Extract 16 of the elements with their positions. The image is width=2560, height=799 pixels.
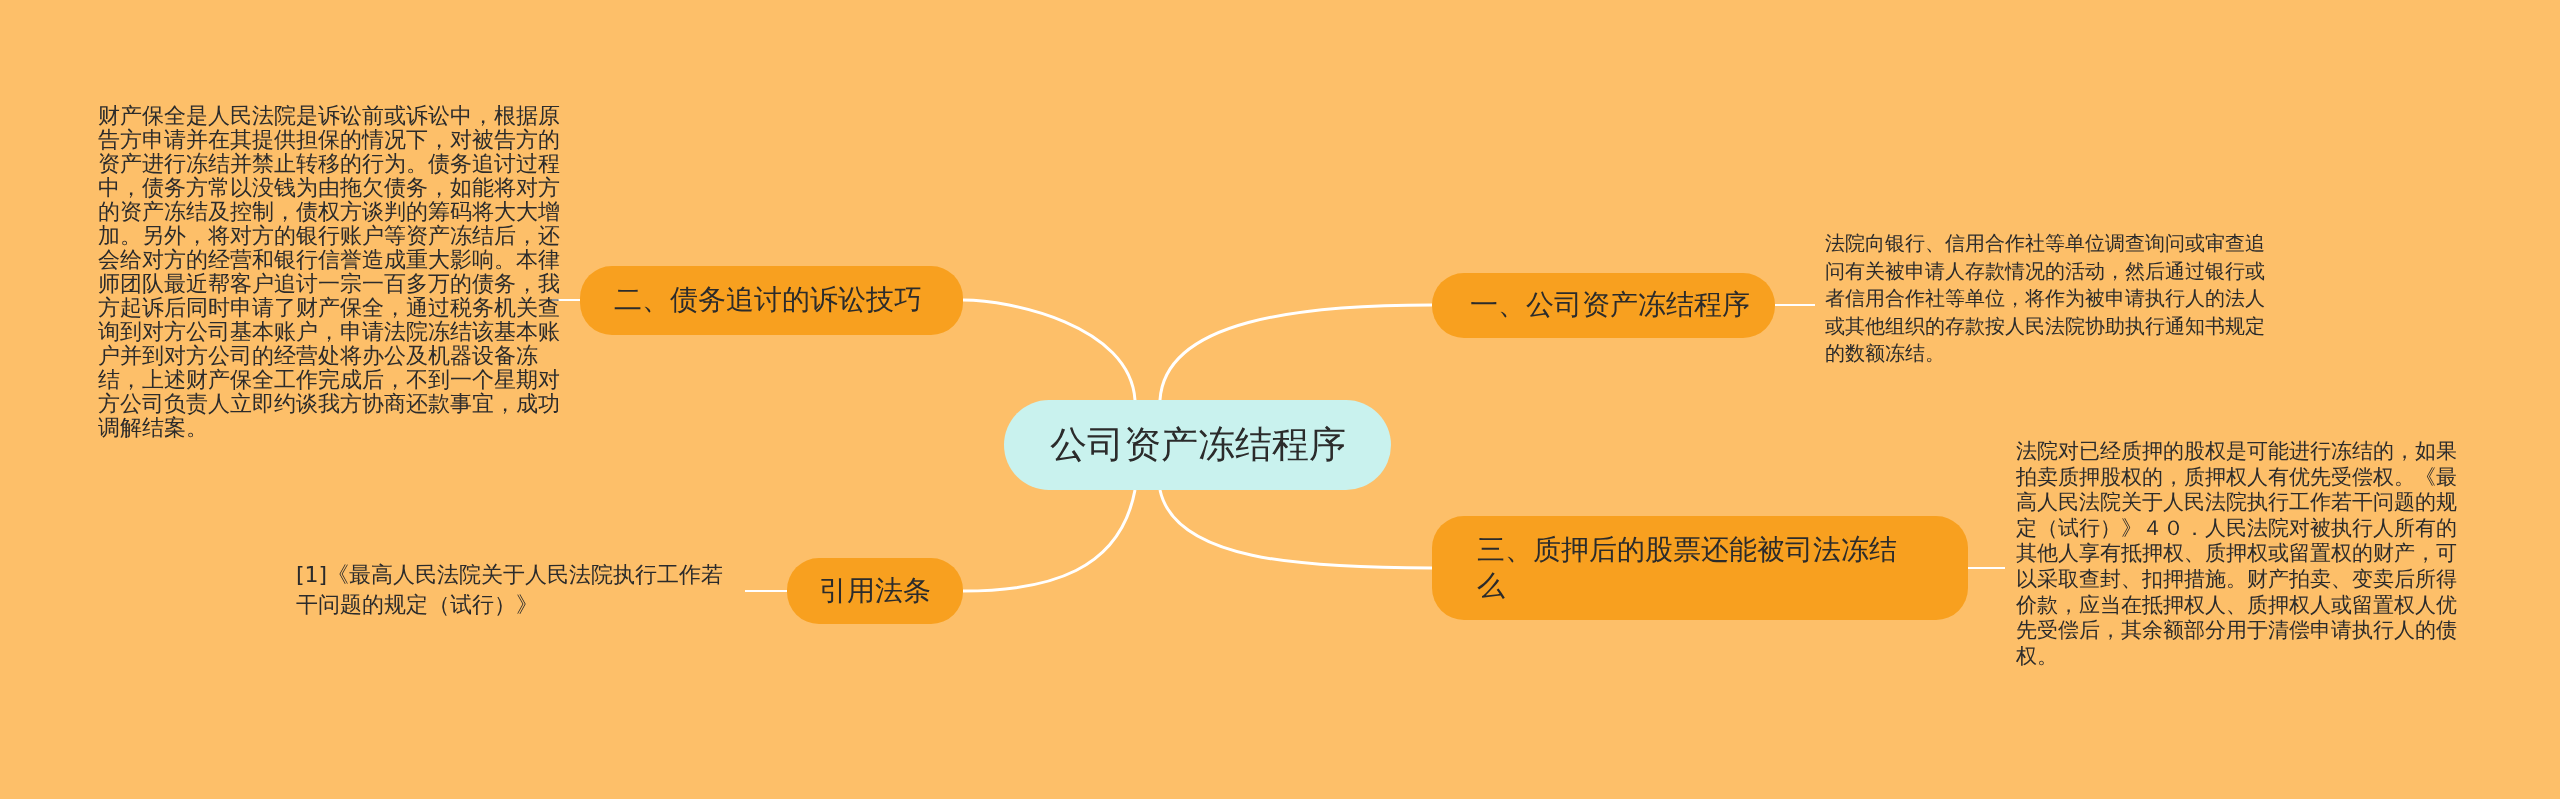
connector-line [962, 489, 1137, 593]
connector-line [1158, 303, 1432, 401]
connector-line [744, 590, 788, 592]
topic-box: 三、质押后的股票还能被司法冻结么 [1432, 516, 1968, 620]
note-text: [1]《最高人民法院关于人民法院执行工作若干问题的规定（试行）》 [296, 560, 741, 620]
topic-box: 引用法条 [787, 558, 963, 624]
note-text: 法院向银行、信用合作社等单位调查询问或审查追问有关被申请人存款情况的活动，然后通过银行或者信用合作社等单位，将作为被申请执行人的法人或其他组织的存款按人民法院协助执行通知书规定的数额冻结。 [1825, 230, 2280, 368]
central-topic-box: 公司资产冻结程序 [1004, 400, 1391, 490]
topic-box: 一、公司资产冻结程序 [1432, 273, 1775, 338]
connector-line [962, 298, 1137, 401]
connector-line [1158, 489, 1432, 570]
connector-line [1967, 567, 2006, 569]
connector-line [1774, 304, 1816, 306]
topic-box: 二、债务追讨的诉讼技巧 [580, 266, 963, 335]
note-text: 财产保全是人民法院是诉讼前或诉讼中，根据原告方申请并在其提供担保的情况下，对被告方的资产进行冻结并禁止转移的行为。债务追讨过程中，债务方常以没钱为由拖欠债务，如能将对方的资产冻结及控制，债权方谈判的筹码将大大增加。另外，将对方的银行账户等资产冻结后，还会给对方的经营和银行信誉造成重大影响。本律师团队最近帮客户追讨一宗一百多万的债务，我方起诉后同时申请了财产保全，通过税务机关查询到对方公司基本账户，申请法院冻结该基本账户并到对方公司的经营处将办公及机器设备冻结，上述财产保全工作完成后，不到一个星期对方公司负责人立即约谈我方协商还款事宜，成功调解结案。 [98, 104, 560, 440]
note-text: 法院对已经质押的股权是可能进行冻结的，如果拍卖质押股权的，质押权人有优先受偿权。《最高人民法院关于人民法院执行工作若干问题的规定（试行）》４０．人民法院对被执行人所有的其他人享有抵押权、质押权或留置权的财产，可以采取查封、扣押措施。财产拍卖、变卖后所得价款，应当在抵押权人、质押权人或留置权人优先受偿后，其余额部分用于清偿申请执行人的债权。 [2016, 438, 2466, 669]
